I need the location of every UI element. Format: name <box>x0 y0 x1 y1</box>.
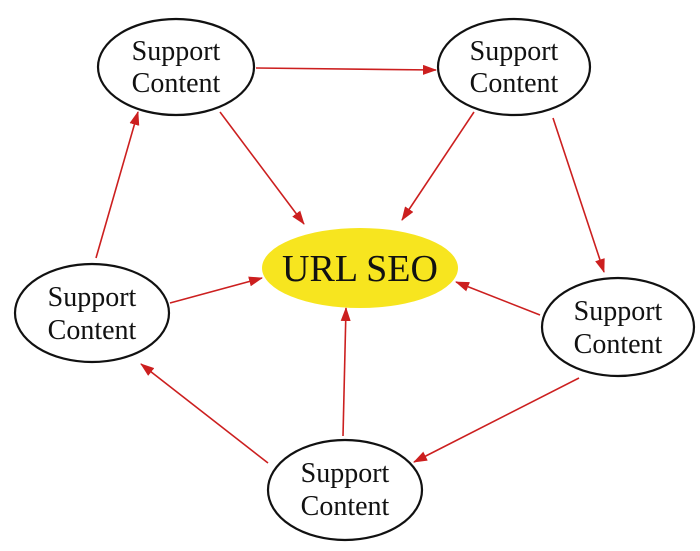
support-node-bottom: Support Content <box>266 438 424 542</box>
support-node-shape <box>266 438 424 542</box>
support-node-label-line2: Content <box>574 329 663 360</box>
support-node-shape <box>540 276 696 378</box>
arrow-mid-left-to-top-left <box>95 111 140 259</box>
support-node-shape <box>13 262 171 364</box>
arrow-mid-right-to-bottom <box>413 377 580 463</box>
support-node-label-line2: Content <box>470 68 559 99</box>
arrow-mid-right-to-center <box>455 281 541 316</box>
support-node-label-line1: Support <box>574 296 663 327</box>
center-node-shape <box>262 228 458 308</box>
support-node-label-line2: Content <box>132 68 221 99</box>
support-node-mid-left: Support Content <box>13 262 171 364</box>
support-node-label-line1: Support <box>48 282 137 313</box>
support-node-shape <box>436 17 592 117</box>
center-node-label: URL SEO <box>282 248 438 290</box>
support-node-label-line1: Support <box>301 458 390 489</box>
arrow-bottom-to-center <box>340 307 351 437</box>
support-node-label-line1: Support <box>470 36 559 67</box>
arrow-mid-left-to-center <box>169 276 263 304</box>
center-node-url-seo: URL SEO <box>262 228 458 308</box>
support-node-top-left: Support Content <box>96 17 256 117</box>
arrow-bottom-to-mid-left <box>140 363 269 464</box>
support-node-shape <box>96 17 256 117</box>
arrow-top-left-to-center <box>219 111 305 225</box>
support-node-mid-right: Support Content <box>540 276 696 378</box>
arrow-top-left-to-top-right <box>255 64 437 75</box>
arrow-top-right-to-mid-right <box>552 117 605 273</box>
support-node-label-line2: Content <box>301 491 390 522</box>
support-node-label-line2: Content <box>48 315 137 346</box>
edges-layer <box>95 64 605 464</box>
support-node-label-line1: Support <box>132 36 221 67</box>
arrow-top-right-to-center <box>401 111 475 221</box>
support-node-top-right: Support Content <box>436 17 592 117</box>
